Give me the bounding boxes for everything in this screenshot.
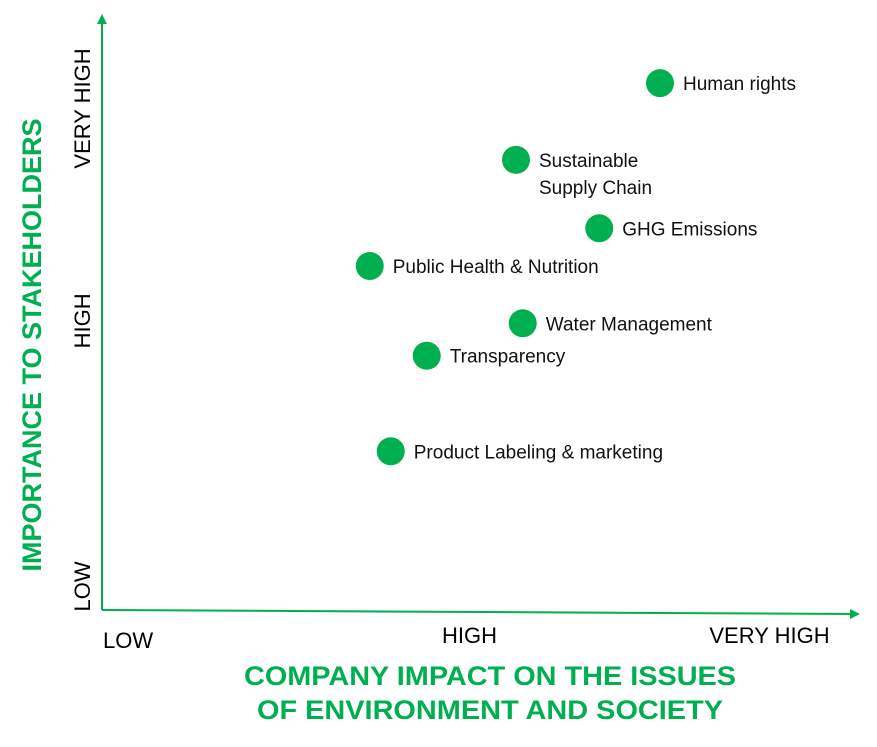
data-point: Human rights [646, 69, 796, 98]
y-tick-label: LOW [70, 561, 95, 611]
point-marker [585, 214, 614, 243]
data-point: Water Management [508, 309, 713, 338]
point-marker [502, 145, 530, 174]
point-label: Transparency [450, 347, 566, 368]
data-point: GHG Emissions [585, 214, 757, 243]
point-label: GHG Emissions [622, 219, 757, 240]
x-axis [101, 608, 860, 619]
y-tick-label: HIGH [70, 293, 95, 348]
x-tick-label: LOW [103, 628, 153, 653]
x-axis-title-line-2: OF ENVIRONMENT AND SOCIETY [257, 695, 723, 725]
point-label: Supply Chain [539, 178, 652, 199]
point-label: Product Labeling & marketing [414, 442, 663, 463]
y-tick-label: VERY HIGH [70, 48, 95, 168]
point-marker [646, 69, 674, 98]
y-axis-title: IMPORTANCE TO STAKEHOLDERS [17, 118, 47, 571]
x-tick-label: VERY HIGH [709, 623, 829, 648]
point-marker [355, 252, 384, 281]
data-point: Public Health & Nutrition [355, 252, 599, 281]
point-label: Public Health & Nutrition [393, 257, 599, 278]
point-marker [508, 309, 537, 338]
point-label: Human rights [683, 74, 796, 95]
x-tick-label: HIGH [442, 623, 497, 648]
point-marker [412, 341, 441, 370]
x-axis-title-line-1: COMPANY IMPACT ON THE ISSUES [244, 661, 736, 691]
data-point: Transparency [412, 341, 566, 370]
point-label: Water Management [546, 314, 713, 335]
point-marker [376, 437, 405, 466]
data-point: Product Labeling & marketing [376, 437, 663, 466]
point-label: Sustainable [539, 151, 638, 172]
